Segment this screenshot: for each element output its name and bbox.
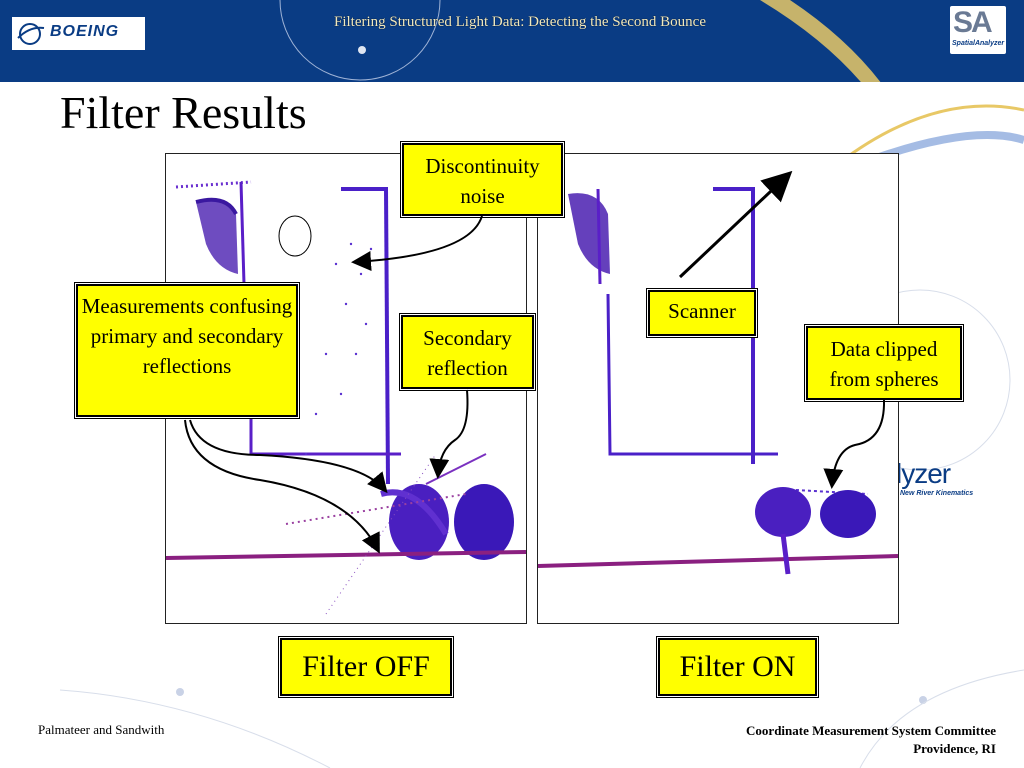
header-title: Filtering Structured Light Data: Detecti…: [334, 14, 706, 30]
boeing-emblem-icon: [17, 23, 45, 45]
clipped-data-callout: Data clipped from spheres: [806, 326, 962, 400]
sa-logo-subtitle: SpatialAnalyzer: [952, 40, 1005, 47]
boeing-logo: BOEING: [12, 17, 145, 50]
background-logo-subtitle: New River Kinematics: [900, 490, 974, 497]
sa-logo-letters: SA: [953, 6, 993, 39]
scanner-callout: Scanner: [648, 290, 756, 336]
filter-off-label: Filter OFF: [280, 638, 452, 696]
measurements-callout: Measurements confusing primary and secon…: [76, 284, 298, 417]
boeing-wordmark: BOEING: [50, 23, 120, 40]
slide-title: Filter Results: [60, 87, 307, 138]
footer-event: Coordinate Measurement System Committee …: [746, 722, 996, 758]
filter-on-label: Filter ON: [658, 638, 817, 696]
spatialanalyzer-logo: SA SpatialAnalyzer: [950, 6, 1006, 54]
discontinuity-callout: Discontinuity noise: [402, 143, 563, 216]
secondary-reflection-callout: Secondary reflection: [401, 315, 534, 389]
footer-event-line1: Coordinate Measurement System Committee: [746, 723, 996, 738]
footer-event-line2: Providence, RI: [913, 741, 996, 756]
header-band: BOEING Filtering Structured Light Data: …: [0, 0, 1024, 82]
footer-authors: Palmateer and Sandwith: [38, 722, 165, 737]
background-logo-word: lyzer: [896, 458, 951, 489]
background-logo: lyzer New River Kinematics: [896, 458, 973, 497]
